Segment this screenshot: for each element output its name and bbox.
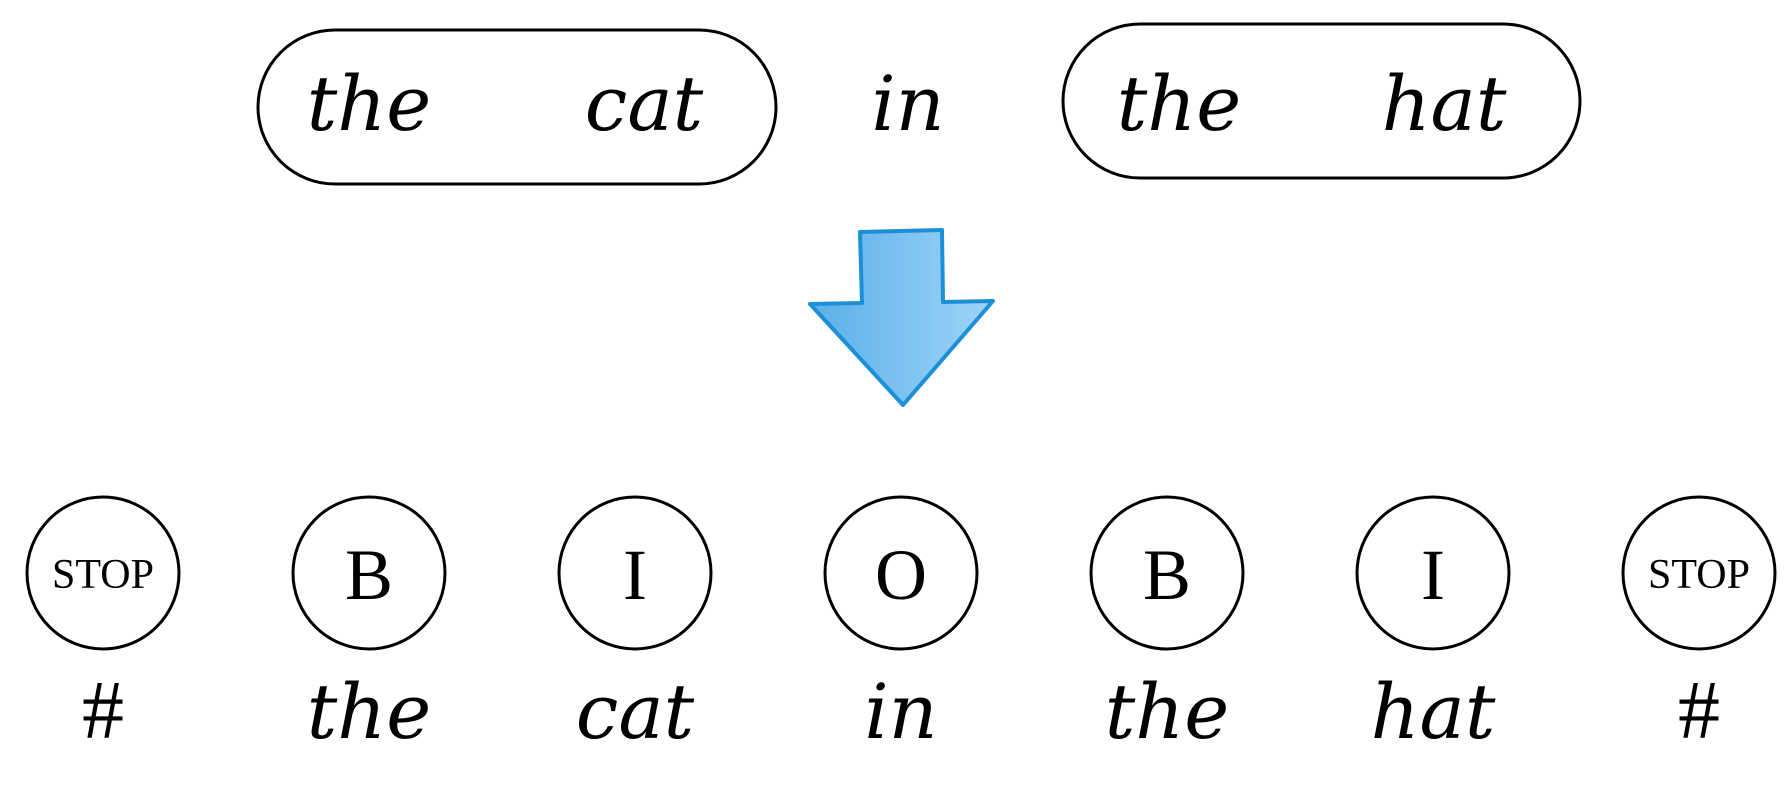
top-sentence: the cat in the hat: [256, 22, 1582, 186]
tag-label: I: [623, 535, 647, 615]
tag-word: in: [864, 667, 937, 756]
chunk-outline: [1061, 22, 1582, 180]
chunk-word-the: the: [1117, 59, 1241, 148]
boundary-marker: #: [1678, 664, 1720, 757]
tag-word: hat: [1371, 667, 1496, 756]
tag-label: B: [345, 535, 393, 615]
tag-label: O: [875, 535, 927, 615]
tag-label: STOP: [52, 552, 154, 598]
tag-circle: [1621, 495, 1777, 651]
chunk-outline: [256, 28, 778, 186]
chunk-the-cat: the cat: [256, 28, 778, 186]
boundary-marker: #: [82, 664, 124, 757]
tag-label: I: [1421, 535, 1445, 615]
tag-node: STOP #: [1621, 495, 1777, 757]
tag-label: B: [1143, 535, 1191, 615]
tag-node: Oin: [823, 495, 979, 756]
tag-circle: [557, 495, 713, 651]
chunk-the-hat: the hat: [1061, 22, 1582, 180]
chunk-word-the: the: [307, 59, 431, 148]
outside-word-in: in: [871, 59, 944, 148]
tag-circle: [823, 495, 979, 651]
tag-word: cat: [576, 667, 695, 756]
down-arrow-icon: [808, 228, 995, 407]
tag-word: the: [307, 667, 431, 756]
tag-circle: [1089, 495, 1245, 651]
chunk-word-cat: cat: [585, 59, 704, 148]
tag-word: the: [1105, 667, 1229, 756]
chunk-word-hat: hat: [1382, 59, 1507, 148]
tag-label: STOP: [1648, 552, 1750, 598]
tag-circle: [25, 495, 181, 651]
tag-node: STOP #: [25, 495, 181, 757]
tag-circle: [291, 495, 447, 651]
tag-circle: [1355, 495, 1511, 651]
